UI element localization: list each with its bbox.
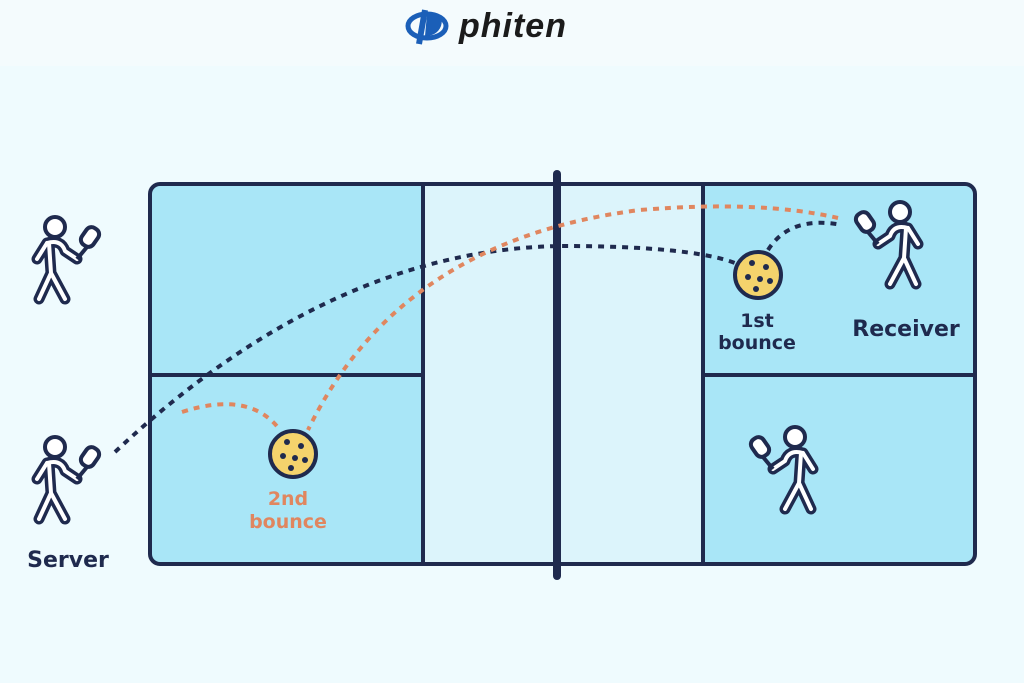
second-bounce-ball-icon	[268, 429, 318, 479]
first-bounce-return-path	[766, 220, 843, 252]
server-label: Server	[27, 548, 109, 573]
second-bounce-arc	[181, 402, 282, 432]
server-player-icon	[37, 437, 101, 519]
serve-path	[113, 243, 736, 454]
return-path	[306, 204, 839, 431]
header: phiten	[0, 0, 1024, 66]
receiver-label: Receiver	[852, 317, 960, 342]
phiten-logo-mark-icon	[405, 9, 449, 45]
second-bounce-label-line1: 2nd	[268, 488, 308, 510]
kitchen-zone	[423, 186, 703, 562]
first-bounce-label-line1: 1st	[740, 310, 774, 332]
phiten-logo-text: phiten	[459, 6, 567, 45]
server-partner-player-icon	[37, 217, 101, 299]
first-bounce-label-line2: bounce	[718, 332, 796, 354]
second-bounce-label-line2: bounce	[249, 511, 327, 533]
phiten-logo: phiten	[405, 6, 567, 46]
first-bounce-ball-icon	[733, 250, 783, 300]
